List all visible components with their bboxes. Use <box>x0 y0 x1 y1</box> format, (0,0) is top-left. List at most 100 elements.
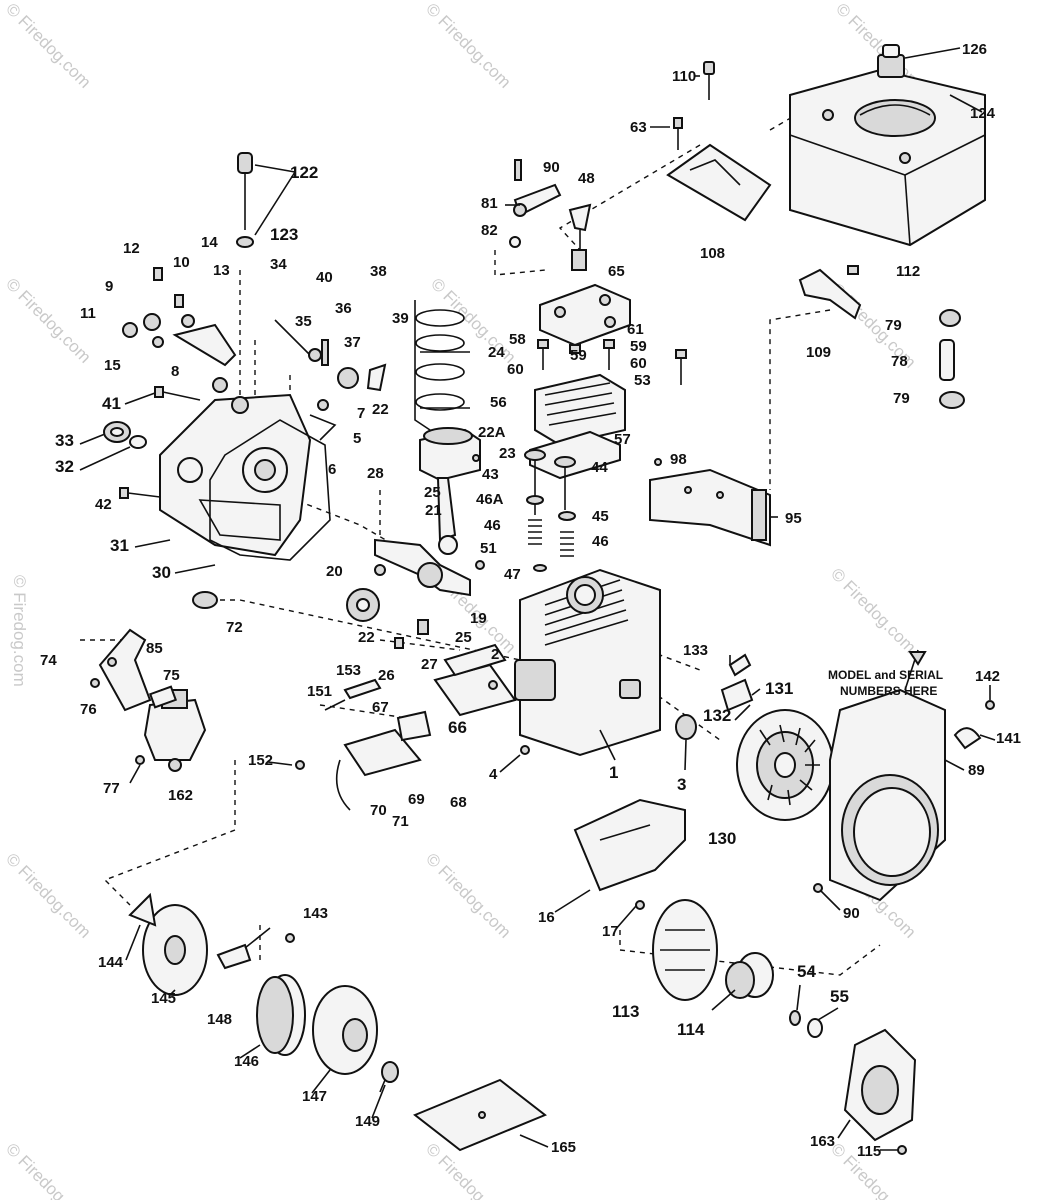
callout-label: 67 <box>372 699 389 716</box>
callout-label: 142 <box>975 668 1000 685</box>
ignition-coil <box>720 653 754 712</box>
leader-lines-lower <box>79 392 996 1151</box>
pawl-148 <box>216 927 271 970</box>
connecting-rod <box>436 477 458 555</box>
callout-label: 146 <box>234 1053 259 1070</box>
watermark: © Firedog.com <box>2 1139 94 1200</box>
callout-label: 57 <box>614 431 631 448</box>
callout-label: 69 <box>408 791 425 808</box>
bolt-42 <box>119 487 161 499</box>
callout-label: 22A <box>478 424 506 441</box>
air-filter-pad-165 <box>413 1078 547 1152</box>
callout-label: 25 <box>424 484 441 501</box>
callout-label: 1 <box>609 763 618 782</box>
callout-label: 32 <box>55 457 74 476</box>
callout-label: 141 <box>996 730 1021 747</box>
callout-label: 38 <box>370 263 387 280</box>
callout-label: 2 <box>491 646 499 663</box>
callout-label: 132 <box>703 706 731 725</box>
watermark: © Firedog.com <box>827 564 919 656</box>
callout-label: 79 <box>893 390 910 407</box>
callout-label: 65 <box>608 263 625 280</box>
callout-label: 114 <box>677 1020 705 1039</box>
flywheel <box>736 709 834 821</box>
callout-label: 55 <box>830 987 849 1006</box>
callout-label: 151 <box>307 683 332 700</box>
baffle <box>649 468 771 547</box>
callout-label: 90 <box>843 905 860 922</box>
screen-113 <box>652 899 718 1001</box>
callout-label: 133 <box>683 642 708 659</box>
callout-label: 78 <box>891 353 908 370</box>
breather-assembly <box>343 710 432 777</box>
callout-label: 46 <box>484 517 501 534</box>
cylinder-baffle <box>573 798 686 892</box>
callout-label: 72 <box>226 619 243 636</box>
callout-label: 26 <box>378 667 395 684</box>
intake-elbow <box>98 591 218 712</box>
breather-tube <box>335 759 351 811</box>
callout-label: 95 <box>785 510 802 527</box>
callout-label: 79 <box>885 317 902 334</box>
starter-cup-147 <box>312 985 378 1075</box>
bushing-78 <box>939 309 965 409</box>
callout-label: 36 <box>335 300 352 317</box>
callout-label: 20 <box>326 563 343 580</box>
callout-label: 13 <box>213 262 230 279</box>
head-gasket <box>529 430 621 480</box>
fuel-cap <box>877 44 905 78</box>
callout-label: 77 <box>103 780 120 797</box>
governor-part-48 <box>568 203 592 271</box>
fuel-tank <box>789 68 986 247</box>
callout-label: 42 <box>95 496 112 513</box>
cylinder-block <box>514 568 661 757</box>
callout-label: 10 <box>173 254 190 271</box>
callout-label: 34 <box>270 256 287 273</box>
callout-label: 144 <box>98 954 124 971</box>
callout-label: 152 <box>248 752 273 769</box>
screw-110 <box>703 61 715 100</box>
callout-label: 27 <box>421 656 438 673</box>
callout-label: 35 <box>295 313 312 330</box>
throttle-lever <box>509 159 562 248</box>
callout-label: 81 <box>481 195 498 212</box>
callout-label: 165 <box>551 1139 576 1156</box>
callout-label: 6 <box>328 461 336 478</box>
timing-gear <box>346 588 380 622</box>
screw-63 <box>673 117 683 150</box>
governor-arm <box>122 267 237 393</box>
oil-seal <box>103 421 147 449</box>
callout-labels: 126 124 110 63 108 90 81 82 48 65 122 12… <box>40 41 1021 1160</box>
callout-label: 9 <box>105 278 113 295</box>
callout-label: 22 <box>372 401 389 418</box>
callout-label: 75 <box>163 667 180 684</box>
callout-label: 43 <box>482 466 499 483</box>
callout-label: 70 <box>370 802 387 819</box>
callout-label: 126 <box>962 41 987 58</box>
callout-label: 48 <box>578 170 595 187</box>
callout-label: 122 <box>290 163 318 182</box>
watermark: © Firedog.com <box>2 849 94 941</box>
decal-141 <box>953 727 982 750</box>
callout-label: 76 <box>80 701 97 718</box>
callout-label: 21 <box>425 502 442 519</box>
starter-cup-145 <box>142 904 208 996</box>
callout-label: 162 <box>168 787 193 804</box>
callout-label: 44 <box>591 459 608 476</box>
callout-label: 56 <box>490 394 507 411</box>
callout-label: 115 <box>857 1143 881 1160</box>
intake-valve <box>524 449 546 515</box>
carburetor-gasket <box>148 685 178 709</box>
callout-label: 153 <box>336 662 361 679</box>
watermark: © Firedog.com <box>427 274 519 366</box>
plate-144 <box>128 892 157 927</box>
callout-label: 51 <box>480 540 497 557</box>
callout-label: 39 <box>392 310 409 327</box>
callout-label: 59 <box>570 347 587 364</box>
piston-rings <box>414 300 465 451</box>
screws <box>90 454 995 1155</box>
callout-label: 60 <box>507 361 524 378</box>
piston <box>419 427 481 482</box>
callout-label: 47 <box>504 566 521 583</box>
